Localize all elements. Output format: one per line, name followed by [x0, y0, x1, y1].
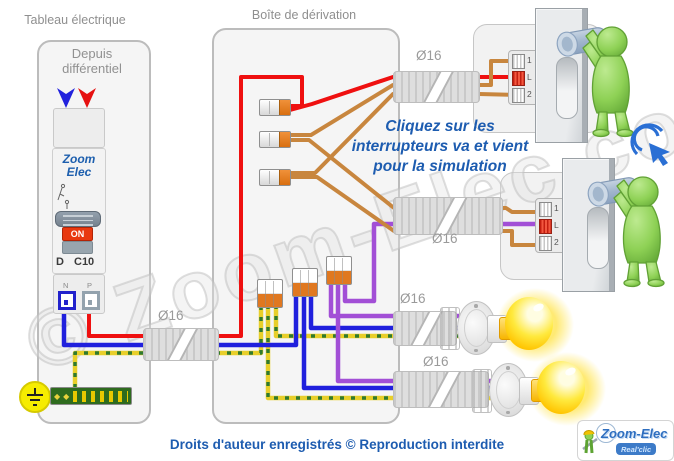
connector-clip: [279, 100, 290, 115]
conduit-box-to-switch1: [393, 71, 480, 103]
screw-icon: [506, 410, 510, 414]
wago-connector-earth: [257, 279, 283, 308]
conduit-label: Ø16: [158, 308, 184, 323]
brand-line1: Zoom: [62, 152, 96, 166]
instruction-line1: Cliquez sur les: [385, 118, 495, 135]
panel-subtitle: Depuis différentiel: [37, 46, 147, 76]
brand-line2: Elec: [66, 165, 92, 179]
supply-arrows: [57, 88, 96, 108]
neutral-terminal: [58, 291, 76, 310]
neutral-arrow-icon: [57, 88, 75, 108]
connector-clip: [279, 170, 290, 185]
breaker-pole-label: D: [56, 256, 64, 268]
conduit-label: Ø16: [423, 354, 449, 369]
copyright-text: Droits d'auteur enregistrés © Reproducti…: [169, 437, 505, 452]
breaker-bottom-terminals: N P: [53, 274, 105, 314]
terminal-label: 1: [527, 55, 532, 65]
wago-connector-shuttle-2: [259, 169, 291, 186]
breaker-toggle[interactable]: [55, 211, 101, 227]
figure-person: [582, 26, 634, 138]
instruction-line3: pour la simulation: [373, 158, 507, 175]
lamp2-bulb: [537, 361, 585, 414]
wago-connector-neutral: [292, 268, 318, 297]
lamp2-socket-flange: [489, 363, 528, 417]
phase-terminal: [82, 291, 100, 310]
switch1-terminal-2: 2: [512, 88, 536, 103]
switch2-toggle-slot: [587, 207, 609, 269]
terminal-clamp: [539, 202, 552, 217]
terminal-label: L: [554, 220, 559, 230]
earth-bus-bar: ◆ ◆: [50, 387, 132, 405]
click-cursor-icon: [630, 123, 670, 166]
terminal-label: 1: [554, 203, 559, 213]
conduit-label: Ø16: [432, 231, 458, 246]
brand-tagline: Real'clic: [616, 443, 657, 455]
breaker-lower-button: [62, 241, 93, 254]
breaker-on-indicator: ON: [62, 227, 93, 241]
switch1-terminal-1: 1: [512, 54, 536, 69]
screw-icon: [474, 348, 478, 352]
screw-icon: [474, 304, 478, 308]
conduit-label: Ø16: [400, 291, 426, 306]
connector-clip: [279, 132, 290, 147]
breaker-brand: Zoom Elec: [53, 153, 105, 179]
magnifier-icon: [596, 423, 616, 443]
wago-connector-shuttle-1: [259, 131, 291, 148]
earth-symbol-icon: [19, 381, 51, 413]
breaker-rating-label: C10: [74, 256, 95, 268]
instruction-line2: interrupteurs va et vient: [351, 138, 529, 155]
conduit-box-to-switch2: [393, 197, 503, 235]
breaker-contact-icon: [57, 183, 70, 209]
switch2-terminal-2: 2: [539, 236, 563, 251]
conduit-breaker-to-box: [143, 328, 219, 361]
wago-connector-lamp-return: [326, 256, 352, 285]
earth-bar-screw: ◆: [63, 391, 70, 401]
switch2-terminal-1: 1: [539, 202, 563, 217]
brand-mascot-icon: [582, 429, 598, 454]
junction-box-title: Boîte de dérivation: [251, 8, 357, 22]
switch2-terminal-L: L: [539, 219, 563, 234]
wire-earth-stripe-1: [73, 305, 263, 388]
switch1-terminal-L: L: [512, 71, 536, 86]
terminal-clamp: [512, 88, 525, 103]
terminal-clamp-live: [512, 71, 525, 86]
switch2-figure-and-toggle[interactable]: [585, 174, 665, 288]
terminal-label: 2: [527, 89, 532, 99]
terminal-label: 2: [554, 237, 559, 247]
switch2-terminal-block: 1 L 2: [535, 198, 566, 253]
screw-icon: [506, 366, 510, 370]
terminal-n-label: N: [63, 281, 69, 290]
wire-shuttle2-to-switch2: [290, 175, 540, 247]
terminal-clamp: [512, 54, 525, 69]
wago-connector-phase: [259, 99, 291, 116]
electrical-panel-title: Tableau électrique: [24, 13, 126, 27]
terminal-clamp-live: [539, 219, 552, 234]
conduit-label: Ø16: [416, 48, 442, 63]
subtitle-line2: différentiel: [62, 61, 122, 76]
brand-name: Zoom-Elec: [601, 426, 668, 441]
breaker-top-terminal-cover: [53, 108, 105, 148]
switch1-toggle-slot: [556, 57, 578, 119]
instruction-text: Cliquez sur les interrupteurs va et vien…: [325, 117, 555, 177]
terminal-label: L: [527, 72, 532, 82]
lamp1-bulb: [505, 297, 553, 350]
terminal-clamp: [539, 236, 552, 251]
earth-bar-screw: ◆: [54, 391, 61, 401]
earth-bar-stripes: [73, 390, 128, 402]
terminal-p-label: P: [87, 281, 93, 290]
subtitle-line1: Depuis: [71, 46, 113, 61]
brand-logo: Zoom-Elec Real'clic: [577, 420, 674, 461]
phase-arrow-icon: [78, 88, 96, 108]
